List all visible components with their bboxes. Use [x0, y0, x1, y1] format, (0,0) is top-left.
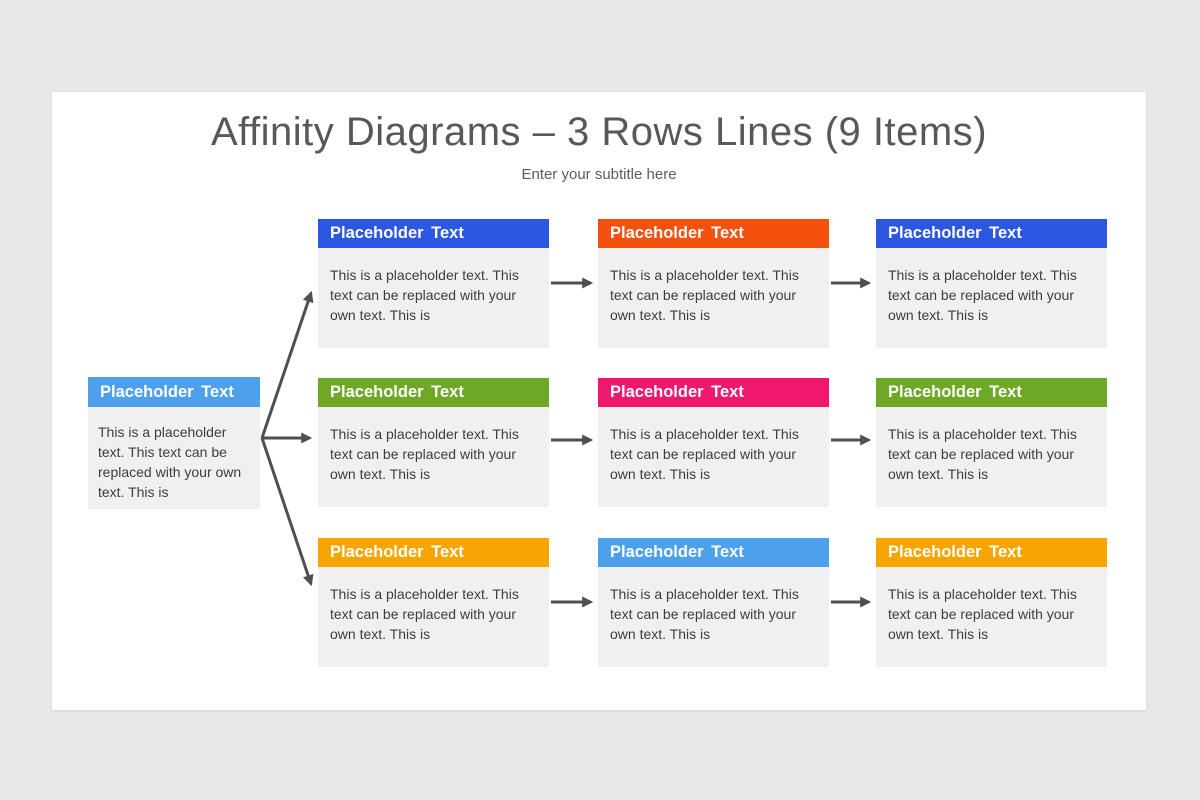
card-r2c2: Placeholder Text This is a placeholder t…: [598, 378, 829, 507]
card-r1c1-header: Placeholder Text: [318, 219, 549, 248]
card-r3c2-header: Placeholder Text: [598, 538, 829, 567]
card-r2c2-body: This is a placeholder text. This text ca…: [598, 407, 829, 507]
card-r3c3-body: This is a placeholder text. This text ca…: [876, 567, 1107, 667]
card-r2c1: Placeholder Text This is a placeholder t…: [318, 378, 549, 507]
card-r3c1-header: Placeholder Text: [318, 538, 549, 567]
card-r1c3: Placeholder Text This is a placeholder t…: [876, 219, 1107, 348]
card-r3c2: Placeholder Text This is a placeholder t…: [598, 538, 829, 667]
card-root-body: This is a placeholder text. This text ca…: [88, 407, 260, 509]
card-r1c3-header: Placeholder Text: [876, 219, 1107, 248]
card-r1c2: Placeholder Text This is a placeholder t…: [598, 219, 829, 348]
arrow-root-to-row3: [260, 437, 314, 587]
card-r2c1-header: Placeholder Text: [318, 378, 549, 407]
card-root: Placeholder Text This is a placeholder t…: [88, 377, 260, 509]
card-r2c3: Placeholder Text This is a placeholder t…: [876, 378, 1107, 507]
card-r1c3-body: This is a placeholder text. This text ca…: [876, 248, 1107, 348]
page-title: Affinity Diagrams – 3 Rows Lines (9 Item…: [210, 110, 988, 154]
card-r2c2-header: Placeholder Text: [598, 378, 829, 407]
card-r3c3-header: Placeholder Text: [876, 538, 1107, 567]
slide: Affinity Diagrams – 3 Rows Lines (9 Item…: [52, 92, 1146, 710]
card-r1c2-header: Placeholder Text: [598, 219, 829, 248]
card-r3c1-body: This is a placeholder text. This text ca…: [318, 567, 549, 667]
card-r2c3-header: Placeholder Text: [876, 378, 1107, 407]
card-r3c3: Placeholder Text This is a placeholder t…: [876, 538, 1107, 667]
card-r1c1: Placeholder Text This is a placeholder t…: [318, 219, 549, 348]
card-r2c3-body: This is a placeholder text. This text ca…: [876, 407, 1107, 507]
arrow-root-to-row1: [260, 290, 314, 439]
card-r1c2-body: This is a placeholder text. This text ca…: [598, 248, 829, 348]
page-subtitle: Enter your subtitle here: [521, 166, 677, 183]
card-r2c1-body: This is a placeholder text. This text ca…: [318, 407, 549, 507]
card-root-header: Placeholder Text: [88, 377, 260, 407]
card-r1c1-body: This is a placeholder text. This text ca…: [318, 248, 549, 348]
card-r3c2-body: This is a placeholder text. This text ca…: [598, 567, 829, 667]
card-r3c1: Placeholder Text This is a placeholder t…: [318, 538, 549, 667]
